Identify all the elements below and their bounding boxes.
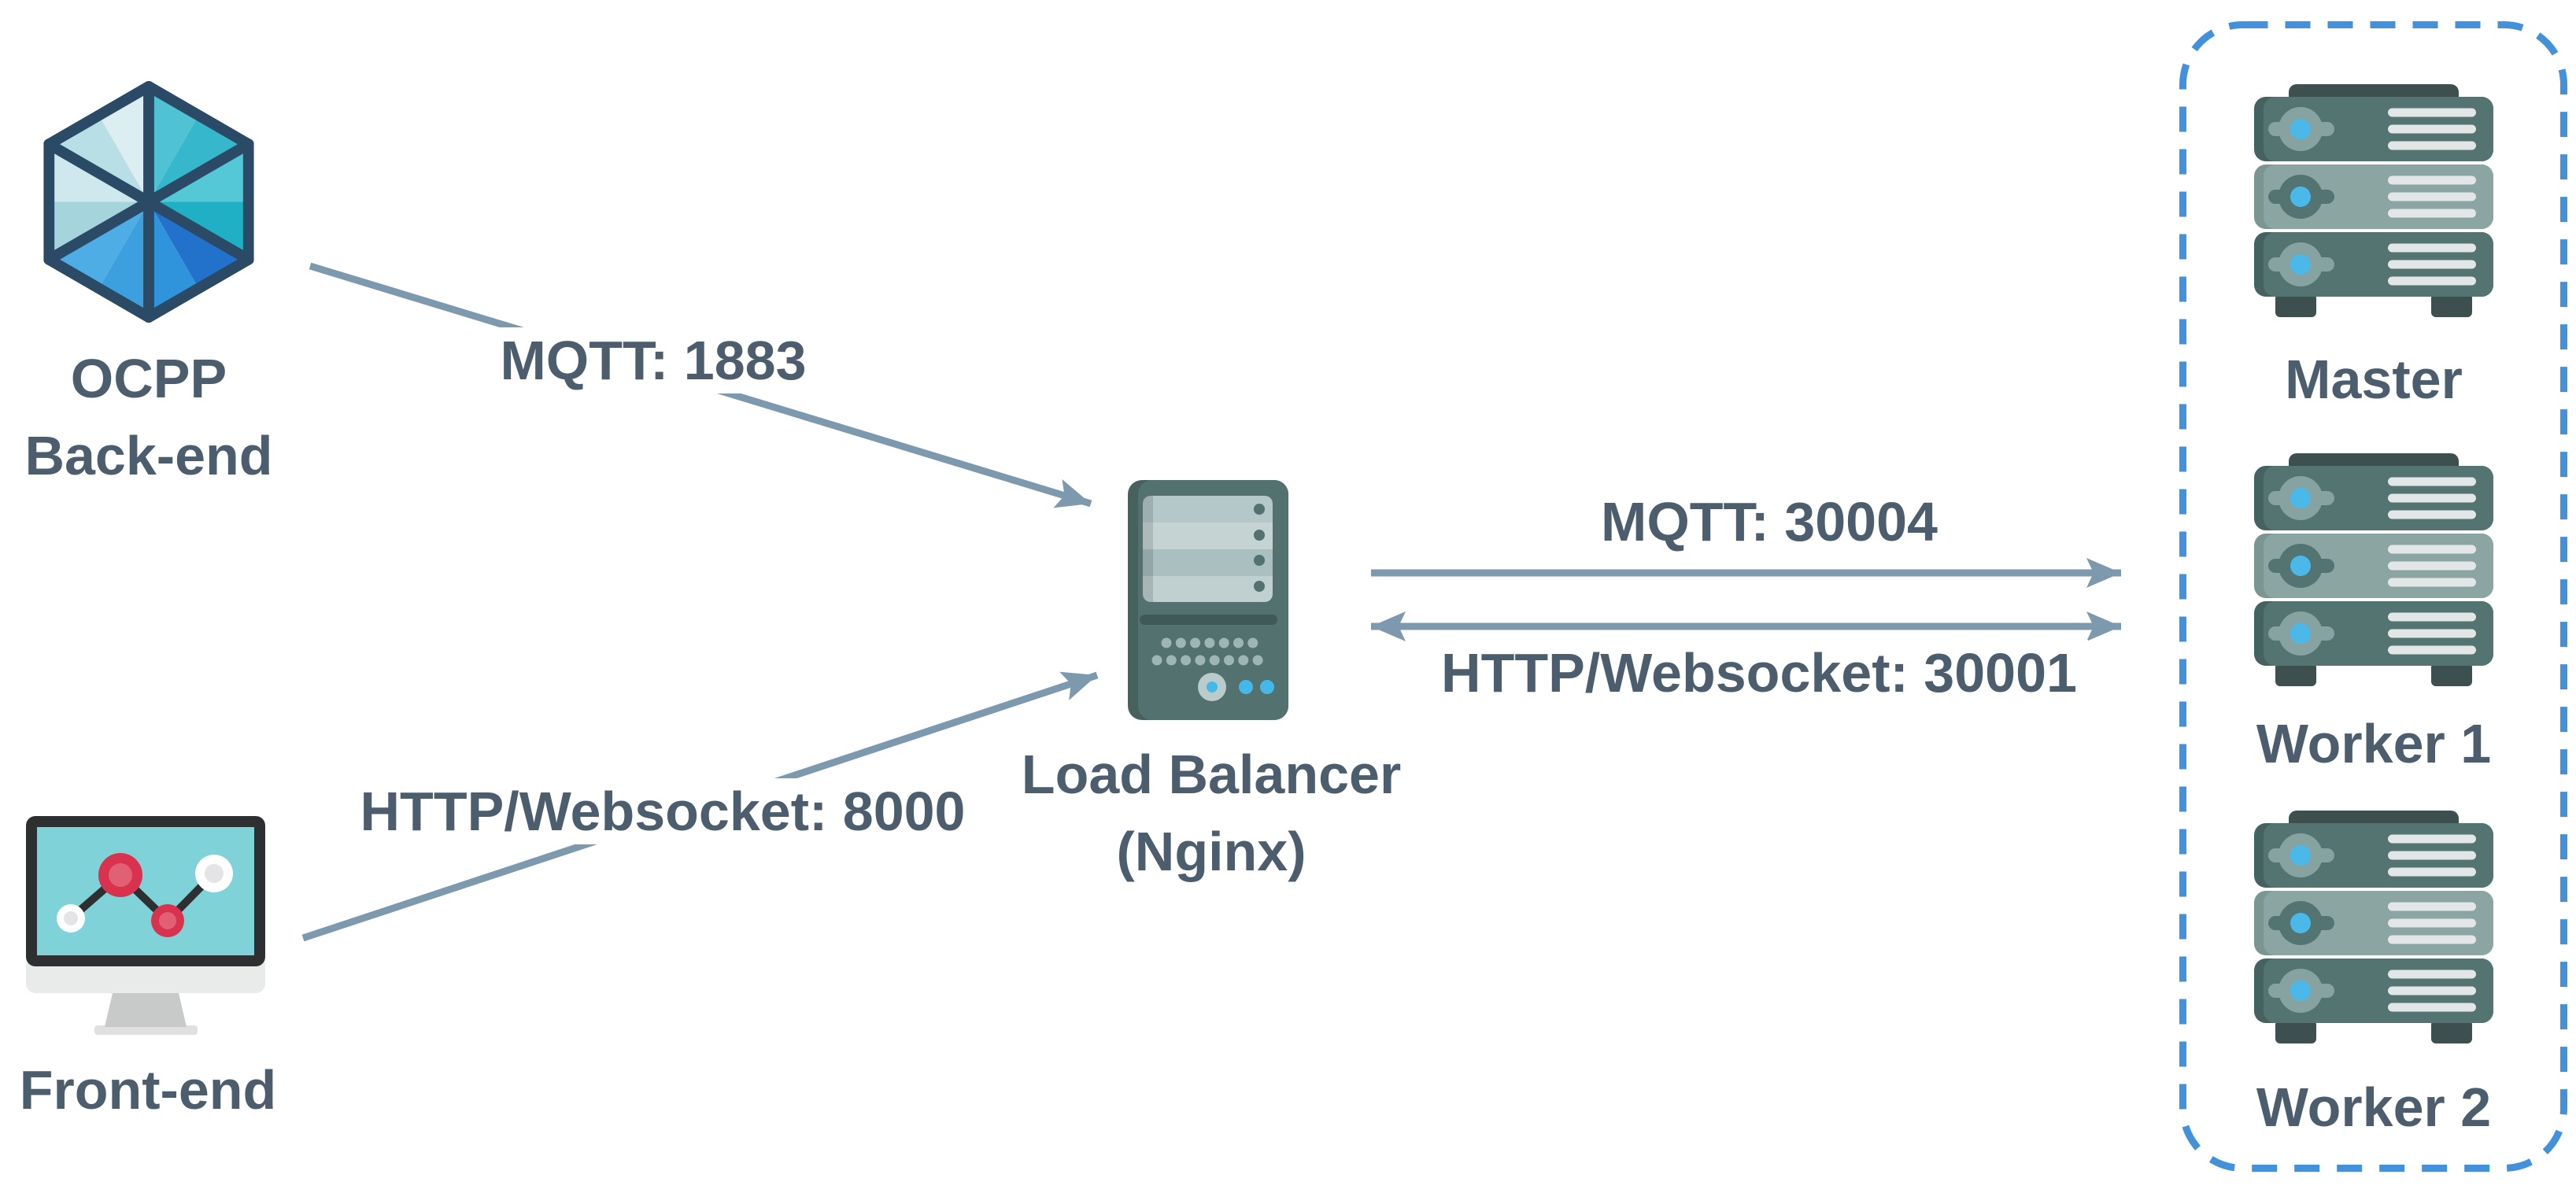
- server-rack-icon-worker2: [2254, 807, 2493, 1043]
- frontend-label: Front-end: [19, 1059, 277, 1121]
- mqtt-1883-label: MQTT: 1883: [489, 327, 818, 393]
- cluster-boundary: [2179, 21, 2567, 1172]
- load-balancer-label-line2: (Nginx): [1116, 821, 1306, 882]
- load-balancer-label-line1: Load Balancer: [1021, 744, 1402, 805]
- load-balancer-label: Load Balancer (Nginx): [1022, 736, 1401, 890]
- worker1-label: Worker 1: [2256, 713, 2492, 774]
- mqtt-30004-label: MQTT: 30004: [1590, 489, 1949, 555]
- monitor-chart-icon: [26, 816, 265, 1035]
- ocpp-backend-label-line1: OCPP: [70, 348, 227, 409]
- ocpp-backend-label-line2: Back-end: [24, 425, 273, 486]
- worker2-label: Worker 2: [2256, 1077, 2492, 1138]
- server-rack-icon-worker1: [2254, 450, 2493, 686]
- http-websocket-30001-label: HTTP/Websocket: 30001: [1430, 640, 2088, 706]
- master-label: Master: [2285, 349, 2463, 410]
- server-rack-icon-master: [2254, 81, 2493, 317]
- ocpp-backend-label: OCPP Back-end: [24, 340, 272, 494]
- http-websocket-8000-label: HTTP/Websocket: 8000: [349, 778, 977, 844]
- cluster-dashed-border: [2179, 21, 2567, 1172]
- cube-hexagon-icon: [43, 81, 254, 323]
- server-tower-icon: [1128, 480, 1288, 720]
